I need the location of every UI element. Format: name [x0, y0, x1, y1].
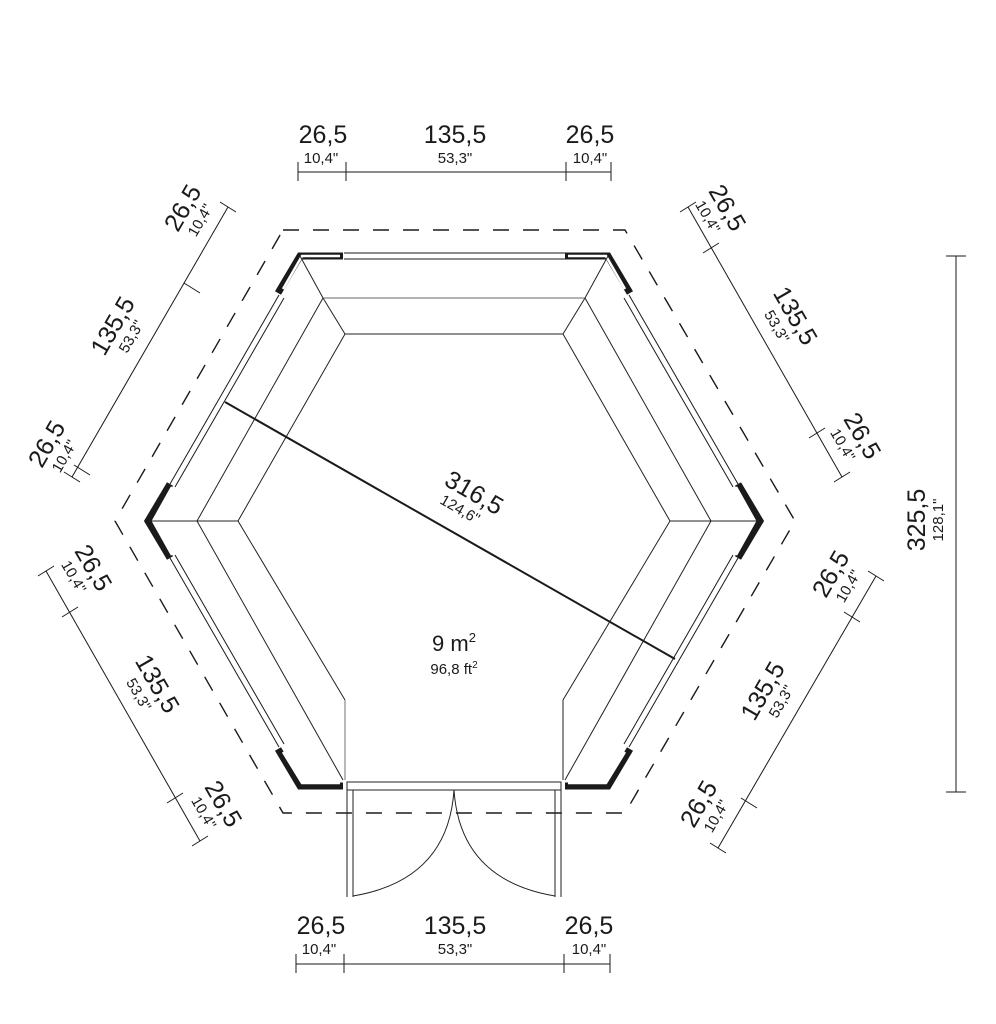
top-dimension: 26,5 10,4" 135,5 53,3" 26,5 10,4": [297, 121, 615, 181]
top-seg3-in: 10,4": [573, 150, 608, 167]
roof-overhang-outline: [114, 229, 796, 814]
top-seg3-cm: 26,5: [566, 121, 615, 149]
area-label: 9 m2 96,8 ft2: [430, 630, 478, 678]
top-seg1-cm: 26,5: [299, 121, 348, 149]
lower-left-dimension: 26,5 10,4" 135,5 53,3" 26,5 10,4": [37, 540, 247, 847]
top-seg2-in: 53,3": [438, 150, 473, 167]
height-dimension: 325,5 128,1": [903, 255, 966, 793]
area-metric-value: 9 m: [432, 631, 469, 656]
bottom-seg2-in: 53,3": [438, 941, 473, 958]
bottom-seg3-in: 10,4": [572, 941, 607, 958]
bottom-seg3-cm: 26,5: [565, 912, 614, 940]
top-seg2-cm: 135,5: [424, 121, 487, 149]
top-seg1-in: 10,4": [304, 150, 339, 167]
bottom-seg1-in: 10,4": [302, 941, 337, 958]
area-imperial-value: 96,8 ft: [430, 661, 473, 678]
bottom-seg1-cm: 26,5: [297, 912, 346, 940]
bench-seating: [148, 255, 760, 781]
height-cm: 325,5: [903, 489, 931, 552]
bottom-seg2-cm: 135,5: [424, 912, 487, 940]
bottom-dimension: 26,5 10,4" 135,5 53,3" 26,5 10,4": [295, 912, 614, 973]
area-imperial: 96,8 ft2: [430, 660, 478, 678]
diagonal-label: 316,5 124,6": [437, 465, 508, 527]
area-metric-sup: 2: [469, 630, 476, 645]
double-door: [346, 781, 562, 897]
glass-panels: [169, 252, 739, 748]
area-imperial-sup: 2: [472, 660, 478, 671]
area-metric: 9 m2: [432, 630, 476, 656]
corner-posts: [143, 252, 765, 790]
diagonal-measure-line: [224, 401, 676, 660]
height-in: 128,1": [930, 499, 947, 542]
lower-right-dimension: 26,5 10,4" 135,5 53,3" 26,5 10,4": [675, 546, 885, 854]
